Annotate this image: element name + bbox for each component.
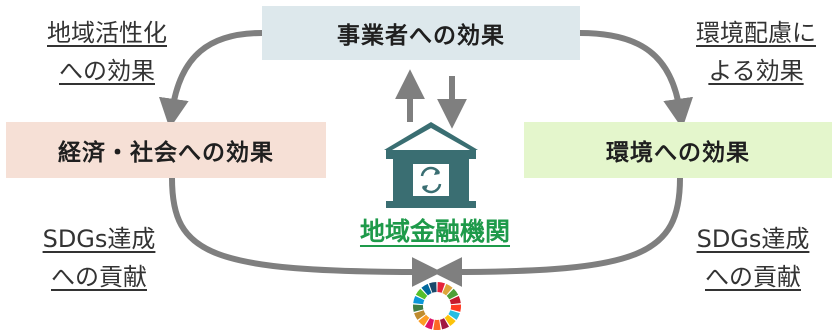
sdg-wheel-segment [425,318,434,330]
sdg-wheel-segment [433,319,441,330]
sdg-wheel-segment [421,283,432,296]
sdg-wheel-segment [414,310,426,320]
arrow-environment-to-sdg [432,177,683,287]
sdg-contribution-right-label: SDGs達成 への貢献 [696,225,810,291]
sdg-wheel-segment [429,282,437,293]
regional-revitalization-label: 地域活性化 への効果 [47,19,167,85]
arrow-economic-to-sdg [169,177,442,287]
environment-effect-box: 環境への効果 [524,122,832,178]
sdg-contribution-left-label: SDGs達成 への貢献 [42,225,156,291]
sdg-wheel-segment [437,282,445,293]
sdg-wheel-segment [415,288,428,300]
economic-social-effect-box: 経済・社会への効果 [6,122,326,178]
sdg-wheel-segment [442,283,453,296]
sdg-wheel-segment [413,296,425,305]
sdg-wheel-segment [449,296,461,305]
environment-effect-label: 環境への効果 [606,140,750,166]
sdg-wheel-segment [448,310,460,320]
arrow-business-to-economic [158,30,263,129]
arrow-business-to-environment [579,30,694,129]
sdg-wheel-segment [450,304,462,312]
environmental-care-label: 環境配慮に よる効果 [696,19,816,85]
sdg-wheel-segment [444,314,456,326]
regional-financial-institution-label: 地域金融機関 [359,217,510,246]
sdg-wheel-segment [418,314,430,326]
sdg-wheel-segment [446,288,459,300]
economic-social-effect-label: 経済・社会への効果 [58,140,274,166]
business-effect-label: 事業者への効果 [337,23,505,49]
sdg-wheel-segment [440,318,449,330]
sdg-wheel-segment [412,304,424,312]
sdg-wheel-icon [412,282,462,330]
business-effect-box: 事業者への効果 [262,6,580,60]
bank-building-icon [384,122,478,208]
